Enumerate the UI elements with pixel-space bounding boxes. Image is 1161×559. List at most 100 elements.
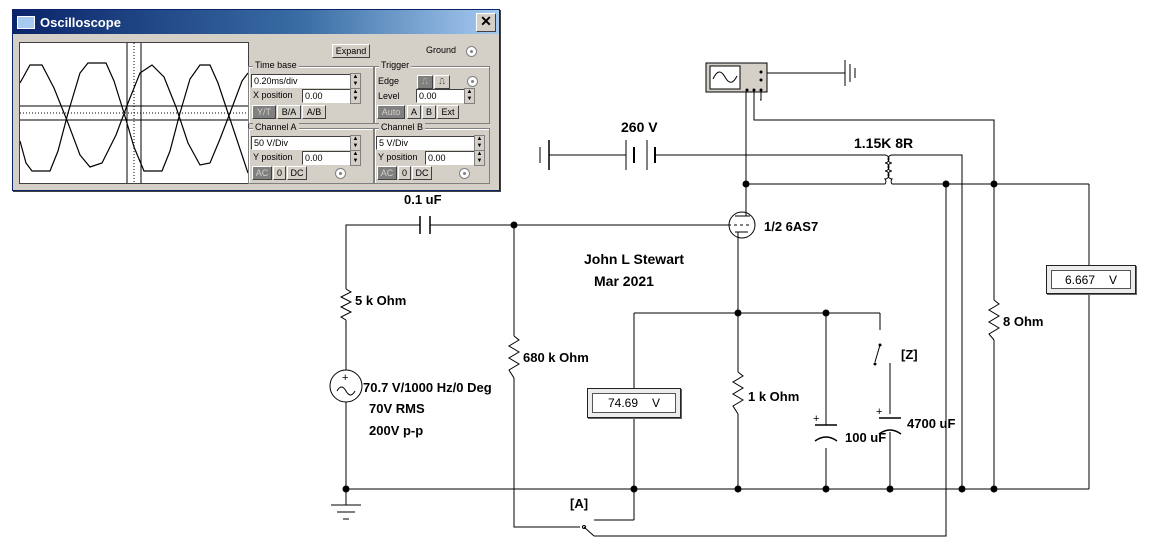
switch-a-symbol [582,525,595,537]
switch-z-symbol [873,343,882,366]
svg-text:+: + [813,413,819,425]
resistor-680k-symbol [508,335,520,379]
switch-z-label[interactable]: [Z] [901,347,918,362]
channel-b-title: Channel B [379,122,426,132]
trace-channel-b [19,64,249,168]
x-position-label: X position [253,90,293,100]
channel-a-terminal[interactable] [335,168,346,179]
output-voltmeter-unit: V [1109,272,1118,287]
close-button[interactable]: ✕ [476,13,496,32]
time-base-title: Time base [253,60,299,70]
scope-ground-symbol [844,60,856,86]
ac-source-label: 70.7 V/1000 Hz/0 Deg [363,380,492,395]
channel-b-ypos-spinner[interactable]: ▲▼ [474,150,485,166]
channel-a-ypos-label: Y position [253,152,293,162]
channel-a-scale-select[interactable]: 50 V/Div [251,136,352,150]
channel-b-scale-spinner[interactable]: ▲▼ [474,135,485,151]
capacitor-100uf-symbol: + [813,413,838,442]
oscilloscope-window[interactable]: Oscilloscope ✕ Expand Ground Time base [12,9,500,191]
ab-button[interactable]: A/B [302,105,326,119]
cathode-voltmeter-unit: V [652,396,661,410]
transformer-label: 1.15K 8R [854,135,914,151]
channel-b-zero-button[interactable]: 0 [398,166,411,180]
scope-traces [19,43,249,183]
ground-label: Ground [426,45,457,55]
oscilloscope-instrument-icon [705,62,768,93]
coupling-cap-label: 0.1 uF [404,192,442,207]
capacitor-4700uf-label: 4700 uF [907,416,956,431]
channel-b-ypos-label: Y position [378,152,418,162]
channel-a-dc-button[interactable]: DC [287,166,307,180]
window-icon [17,15,35,29]
resistor-5k-label: 5 k Ohm [355,293,407,308]
resistor-680k-label: 680 k Ohm [523,350,589,365]
channel-a-ypos-spinner[interactable]: ▲▼ [350,150,361,166]
rising-edge-icon[interactable]: ⎍ [417,75,433,89]
falling-edge-icon[interactable]: ⎍ [434,75,450,89]
time-base-spinner[interactable]: ▲▼ [350,73,361,89]
ground-terminal[interactable] [466,46,477,57]
svg-text:+: + [876,406,882,418]
level-label: Level [378,91,400,101]
channel-a-ypos-field[interactable]: 0.00 [302,151,352,165]
trigger-terminal[interactable] [467,76,478,87]
trigger-b-button[interactable]: B [422,105,436,119]
coupling-capacitor-symbol [419,216,431,234]
battery-symbol [539,140,656,170]
capacitor-100uf-label: 100 uF [845,430,887,445]
author-label: John L Stewart [584,251,685,267]
ac-source-pp-label: 200V p-p [369,423,424,438]
resistor-1k-label: 1 k Ohm [748,389,800,404]
capacitor-4700uf-symbol: + [876,406,902,435]
channel-b-ypos-field[interactable]: 0.00 [425,151,475,165]
trigger-group: Trigger [374,60,490,124]
trigger-auto-button[interactable]: Auto [377,105,405,119]
channel-a-ac-button[interactable]: AC [252,166,272,180]
tube-label: 1/2 6AS7 [764,219,819,234]
channel-a-scale-spinner[interactable]: ▲▼ [350,135,361,151]
resistor-1k-symbol [732,371,744,415]
trigger-ext-button[interactable]: Ext [437,105,459,119]
resistor-8ohm-symbol [988,299,1000,341]
channel-b-ac-button[interactable]: AC [377,166,397,180]
x-position-spinner[interactable]: ▲▼ [350,88,361,104]
scope-screen [19,42,249,184]
channel-a-zero-button[interactable]: 0 [273,166,286,180]
time-base-select[interactable]: 0.20ms/div [251,74,352,88]
output-voltmeter-value: 6.667 [1064,272,1095,287]
svg-text:+: + [342,372,348,384]
trigger-level-field[interactable]: 0.00 [416,89,466,103]
ac-source-symbol: + [329,369,363,403]
cathode-voltmeter-value: 74.69 [607,396,638,410]
edge-label: Edge [378,76,400,86]
battery-label: 260 V [621,119,658,135]
time-base-group: Time base [248,60,374,124]
resistor-5k-symbol [339,288,353,321]
channel-b-terminal[interactable] [459,168,470,179]
yt-button[interactable]: Y/T [252,105,276,119]
cathode-voltmeter[interactable]: 74.69 V [587,388,681,418]
expand-button[interactable]: Expand [332,44,370,58]
x-position-field[interactable]: 0.00 [302,89,352,103]
ac-source-rms-label: 70V RMS [369,401,425,416]
vacuum-tube-symbol [728,210,756,240]
oscilloscope-title: Oscilloscope [40,14,121,30]
channel-b-group: Channel B [374,122,490,184]
trigger-a-button[interactable]: A [407,105,421,119]
channel-a-title: Channel A [253,122,299,132]
channel-b-dc-button[interactable]: DC [412,166,432,180]
output-voltmeter[interactable]: 6.667 V [1046,265,1136,294]
channel-a-group: Channel A [248,122,374,184]
ground-symbol [331,504,361,520]
switch-a-label[interactable]: [A] [570,496,589,511]
junction-dots [342,180,998,493]
trigger-title: Trigger [379,60,412,70]
resistor-8ohm-label: 8 Ohm [1003,314,1044,329]
transformer-symbol [883,154,895,185]
trace-channel-a [19,62,249,174]
ba-button[interactable]: B/A [277,105,301,119]
oscilloscope-titlebar[interactable]: Oscilloscope [13,10,499,34]
channel-b-scale-select[interactable]: 5 V/Div [376,136,476,150]
trigger-level-spinner[interactable]: ▲▼ [464,88,475,104]
